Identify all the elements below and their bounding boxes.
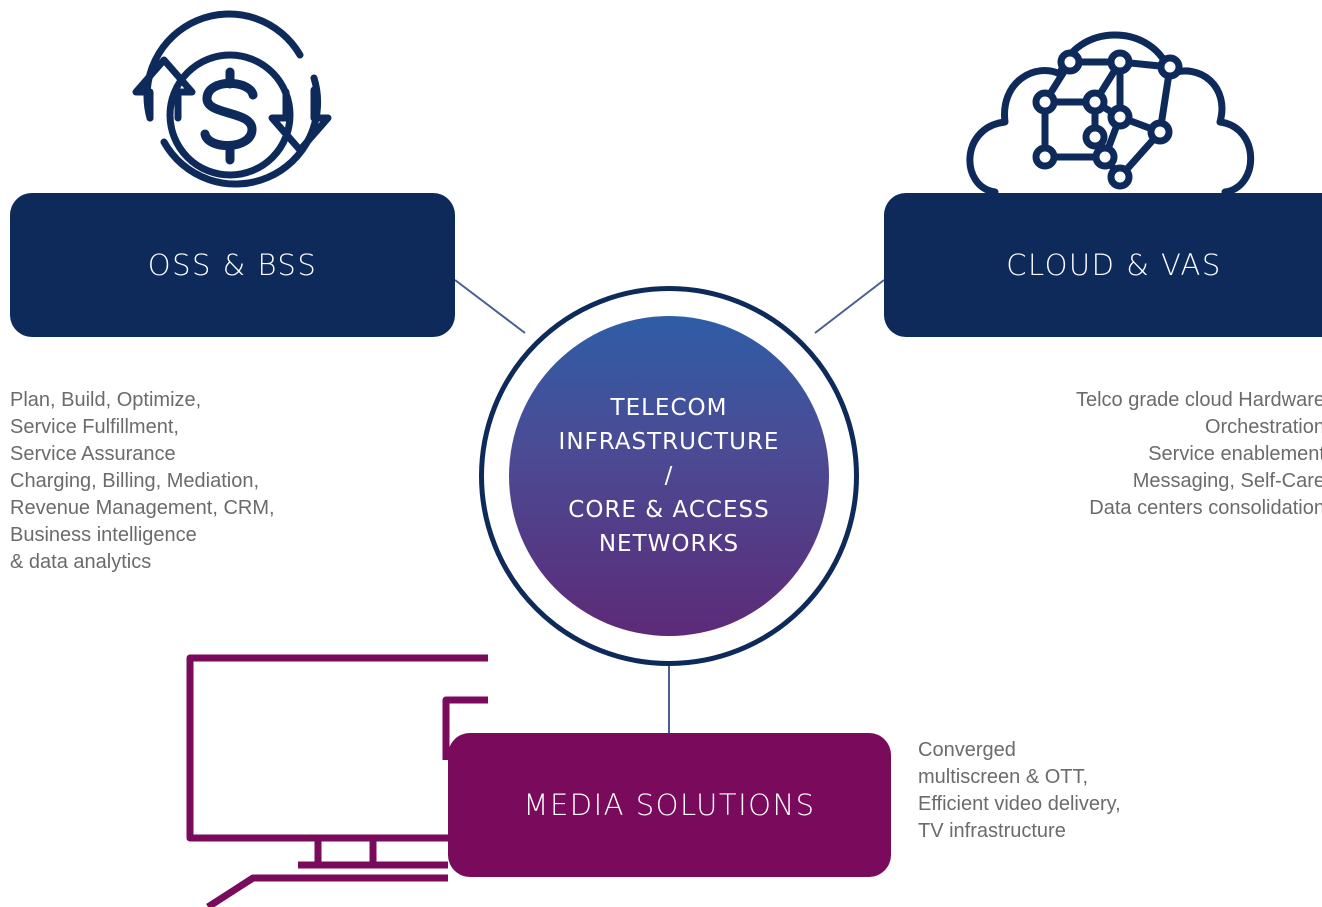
media-solutions-description: Converged multiscreen & OTT, Efficient v… — [918, 739, 1121, 842]
center-line-2: INFRASTRUCTURE — [558, 429, 780, 455]
media-solutions-label: MEDIA SOLUTIONS — [523, 788, 816, 822]
monitor-icon — [186, 654, 488, 907]
cloud-network-icon — [966, 31, 1255, 196]
center-line-1: TELECOM — [610, 395, 728, 421]
center-line-5: NETWORKS — [598, 531, 740, 557]
dollar-cycle-icon — [132, 10, 332, 188]
oss-bss-label: OSS & BSS — [147, 248, 318, 282]
center-hub: TELECOM INFRASTRUCTURE / CORE & ACCESS N… — [509, 316, 829, 636]
center-line-3: / — [664, 463, 674, 489]
media-solutions-box: MEDIA SOLUTIONS — [448, 733, 891, 877]
oss-bss-box: OSS & BSS — [10, 193, 455, 337]
cloud-vas-box: CLOUD & VAS — [884, 193, 1322, 337]
connector-oss — [454, 279, 526, 334]
cloud-vas-description: Telco grade cloud Hardware Orchestration… — [1075, 389, 1322, 519]
oss-bss-description: Plan, Build, Optimize, Service Fulfillme… — [10, 389, 275, 573]
connector-cloud — [814, 279, 885, 334]
center-line-4: CORE & ACCESS — [568, 497, 770, 523]
cloud-vas-label: CLOUD & VAS — [1006, 248, 1222, 282]
